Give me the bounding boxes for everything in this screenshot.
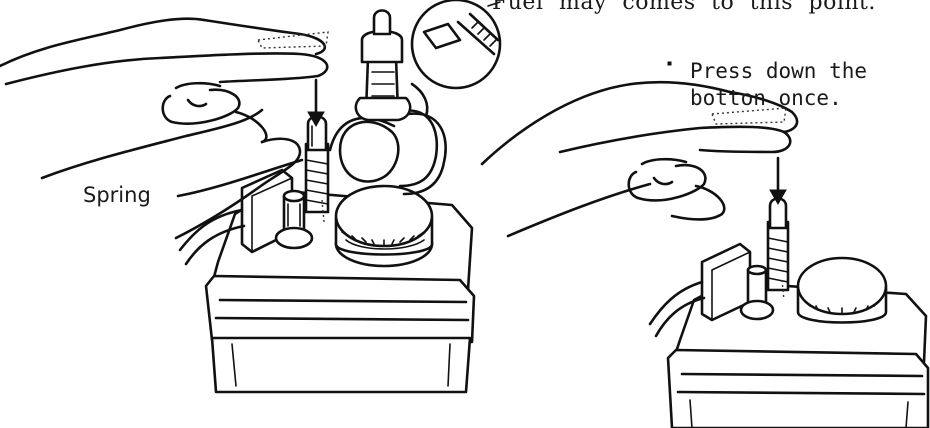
- left-plunger: [306, 117, 328, 223]
- left-hand-top: [0, 19, 328, 84]
- fuel-point-magnifier: [412, 0, 500, 116]
- left-fuel-cap: [336, 186, 432, 266]
- right-fuel-cap: [798, 258, 886, 323]
- left-fuel-line: [330, 111, 446, 194]
- spring-label: Spring: [83, 182, 151, 208]
- fuel-point-caption: Fuel may comes to this point.: [492, 0, 876, 16]
- press-button-caption: Press down the botton once.: [690, 58, 867, 112]
- right-plunger: [768, 199, 788, 301]
- press-caption-line-1: Press down the: [690, 58, 867, 85]
- caption-marker: [668, 62, 671, 65]
- right-press-arrow: [770, 158, 786, 204]
- press-caption-line-2: botton once.: [690, 85, 867, 112]
- injector-detail: [356, 11, 410, 121]
